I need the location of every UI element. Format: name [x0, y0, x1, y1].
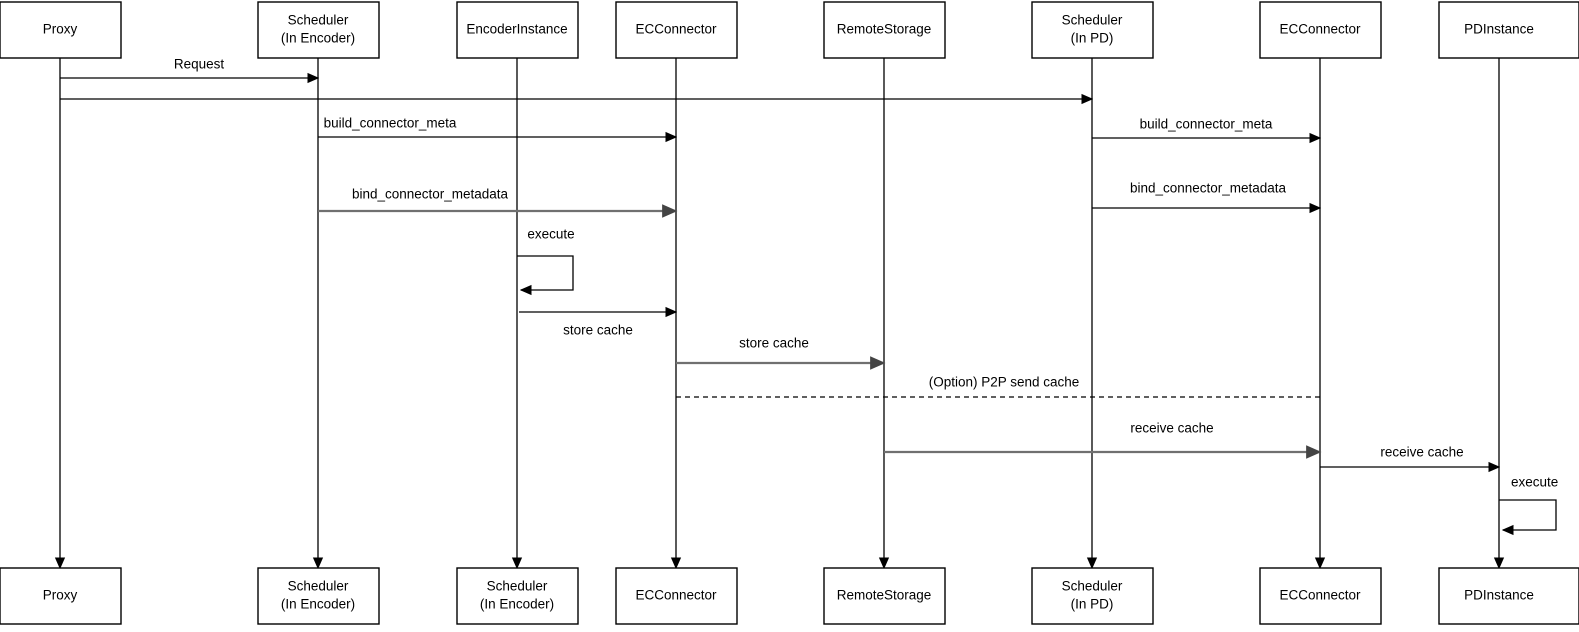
- message-m11[interactable]: receive cache: [884, 421, 1322, 459]
- message-label: execute: [1511, 475, 1558, 490]
- participant-label-line1: PDInstance: [1464, 22, 1534, 37]
- message-m3[interactable]: build_connector_meta: [318, 116, 678, 143]
- message-m5[interactable]: bind_connector_metadata: [318, 187, 678, 218]
- participant-box: [0, 567, 122, 625]
- message-m9[interactable]: store cache: [676, 336, 886, 370]
- participant-box: [0, 1, 122, 59]
- participant-top-sched_enc[interactable]: Scheduler (In Encoder): [257, 1, 380, 59]
- participant-bottom-sched_enc2_b[interactable]: Scheduler (In Encoder): [456, 567, 579, 625]
- message-m8[interactable]: store cache: [519, 306, 678, 338]
- participant-label-line1: Scheduler: [487, 579, 548, 594]
- participant-bottom-ecc_right_b[interactable]: ECConnector: [1259, 567, 1382, 625]
- participant-bottom-pd_inst_b[interactable]: PDInstance: [1438, 567, 1579, 625]
- message-m7[interactable]: execute: [517, 227, 575, 296]
- message-self-loop: [1499, 499, 1557, 536]
- participant-label-line1: Proxy: [43, 22, 78, 37]
- participant-label-line1: Scheduler: [288, 579, 349, 594]
- participant-boxes-bottom: Proxy Scheduler (In Encoder) Scheduler (In E…: [0, 567, 1579, 625]
- participant-label-line2: (In Encoder): [281, 597, 355, 612]
- message-m6[interactable]: bind_connector_metadata: [1092, 181, 1322, 214]
- participant-box: [257, 567, 380, 625]
- participant-top-proxy[interactable]: Proxy: [0, 1, 122, 59]
- participant-label-line1: Scheduler: [1062, 579, 1123, 594]
- participant-label-line1: Scheduler: [1062, 13, 1123, 28]
- participant-box: [1031, 567, 1154, 625]
- message-label: build_connector_meta: [324, 116, 457, 131]
- participant-box: [823, 567, 946, 625]
- participant-top-pd_inst[interactable]: PDInstance: [1438, 1, 1579, 59]
- participant-box: [1031, 1, 1154, 59]
- message-self-loop: [517, 255, 574, 296]
- message-label: (Option) P2P send cache: [929, 375, 1080, 390]
- participant-bottom-remote_b[interactable]: RemoteStorage: [823, 567, 946, 625]
- participant-boxes-top: Proxy Scheduler (In Encoder) EncoderInstanc…: [0, 1, 1579, 59]
- message-label: execute: [527, 227, 574, 242]
- participant-label-line2: (In Encoder): [281, 31, 355, 46]
- message-label: build_connector_meta: [1140, 117, 1273, 132]
- message-m12[interactable]: receive cache: [1320, 445, 1501, 473]
- message-m4[interactable]: build_connector_meta: [1092, 117, 1322, 144]
- participant-box: [1438, 1, 1579, 59]
- participant-box: [1259, 1, 1382, 59]
- participant-box: [823, 1, 946, 59]
- message-m13[interactable]: execute: [1499, 475, 1558, 536]
- participant-top-ecc_right[interactable]: ECConnector: [1259, 1, 1382, 59]
- participant-box: [1438, 567, 1579, 625]
- participant-label-line2: (In PD): [1071, 31, 1114, 46]
- participant-label-line1: ECConnector: [635, 588, 717, 603]
- participant-bottom-sched_pd_b[interactable]: Scheduler (In PD): [1031, 567, 1154, 625]
- lifelines-group: [54, 58, 1505, 570]
- messages-group: Request build_connector_meta build_connect…: [60, 57, 1558, 536]
- participant-bottom-ecc_left_b[interactable]: ECConnector: [615, 567, 738, 625]
- participant-top-remote[interactable]: RemoteStorage: [823, 1, 946, 59]
- message-m10[interactable]: (Option) P2P send cache: [676, 375, 1320, 398]
- participant-label-line1: RemoteStorage: [837, 22, 932, 37]
- participant-top-sched_pd[interactable]: Scheduler (In PD): [1031, 1, 1154, 59]
- message-label: store cache: [563, 323, 633, 338]
- message-label: receive cache: [1380, 445, 1463, 460]
- participant-label-line1: ECConnector: [635, 22, 717, 37]
- message-label: store cache: [739, 336, 809, 351]
- participant-box: [615, 567, 738, 625]
- participant-box: [257, 1, 380, 59]
- participant-box: [456, 1, 579, 59]
- participant-top-encoder_inst[interactable]: EncoderInstance: [456, 1, 579, 59]
- participant-box: [456, 567, 579, 625]
- participant-label-line1: EncoderInstance: [466, 22, 567, 37]
- participant-bottom-sched_enc_b[interactable]: Scheduler (In Encoder): [257, 567, 380, 625]
- message-label: bind_connector_metadata: [1130, 181, 1287, 196]
- participant-box: [1259, 567, 1382, 625]
- message-label: Request: [174, 57, 225, 72]
- participant-label-line1: RemoteStorage: [837, 588, 932, 603]
- participant-label-line1: Proxy: [43, 588, 78, 603]
- message-label: bind_connector_metadata: [352, 187, 509, 202]
- message-label: receive cache: [1130, 421, 1213, 436]
- participant-label-line1: Scheduler: [288, 13, 349, 28]
- participant-bottom-proxy_b[interactable]: Proxy: [0, 567, 122, 625]
- participant-label-line1: ECConnector: [1279, 588, 1361, 603]
- participant-label-line2: (In Encoder): [480, 597, 554, 612]
- participant-label-line1: ECConnector: [1279, 22, 1361, 37]
- participant-label-line2: (In PD): [1071, 597, 1114, 612]
- participant-box: [615, 1, 738, 59]
- participant-label-line1: PDInstance: [1464, 588, 1534, 603]
- participant-top-ecc_left[interactable]: ECConnector: [615, 1, 738, 59]
- message-m1[interactable]: Request: [60, 57, 320, 84]
